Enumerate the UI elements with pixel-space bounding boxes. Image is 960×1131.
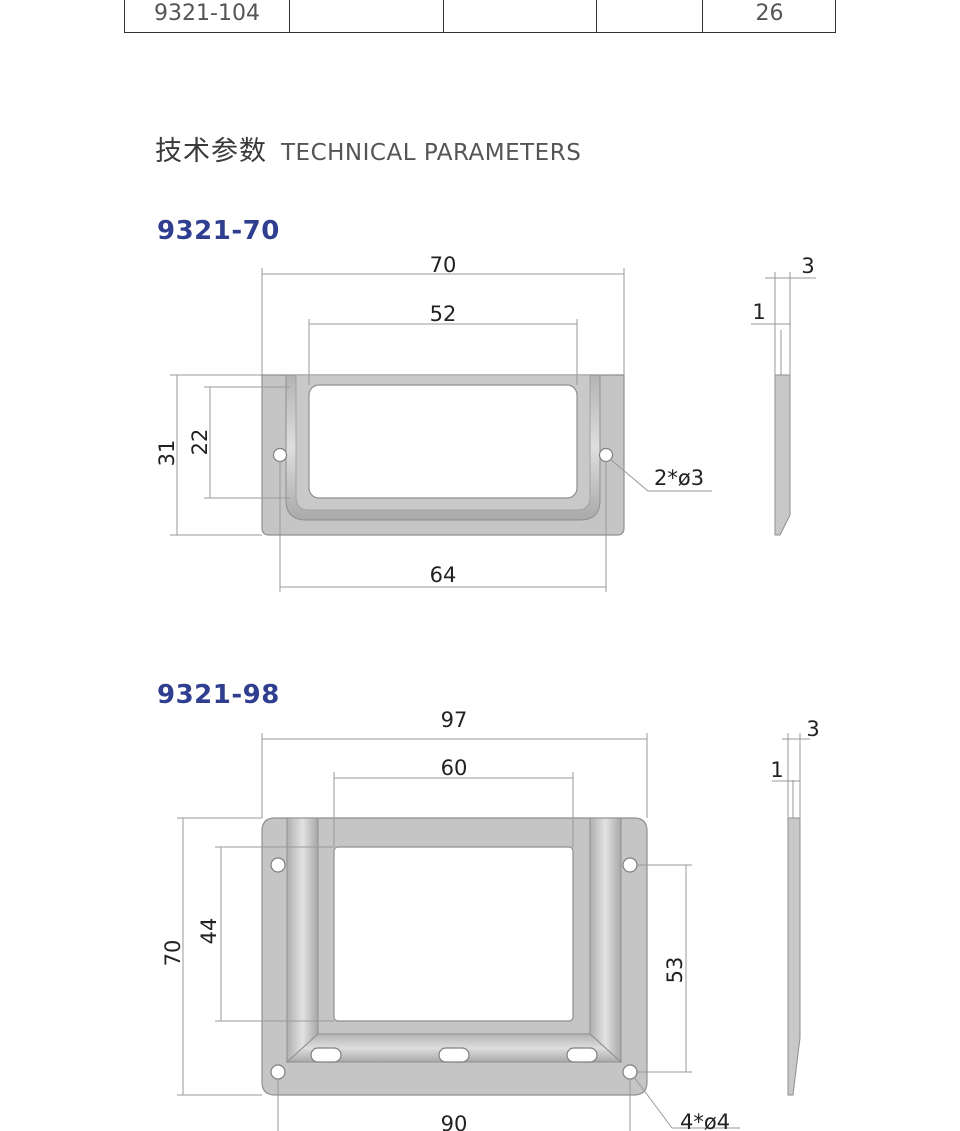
- mounting-hole: [272, 447, 288, 463]
- dim-width-label: 97: [441, 708, 468, 732]
- drawing-9321-98-front: 97 60 70 44 53 90 4*ø4: [161, 708, 740, 1131]
- slot-hole: [438, 1047, 470, 1063]
- table-row-borders: [124, 0, 836, 33]
- section-title: 技术参数 TECHNICAL PARAMETERS: [155, 132, 581, 172]
- dim-thickness-label: 1: [752, 300, 765, 324]
- dim-width-label: 70: [430, 253, 457, 277]
- mounting-hole: [622, 1064, 638, 1080]
- frame-flange: [286, 817, 319, 1064]
- side-profile: [774, 374, 791, 536]
- dim-window-height-label: 44: [197, 918, 221, 945]
- dim-height-label: 70: [161, 940, 185, 967]
- model-label-9321-98: 9321-98: [157, 680, 280, 710]
- model-label-9321-70: 9321-70: [157, 216, 280, 246]
- dim-hole-vertical-pitch-label: 53: [663, 957, 687, 984]
- dim-depth-label: 3: [801, 254, 814, 278]
- frame-window: [308, 384, 578, 499]
- dim-hole-pitch-label: 64: [430, 563, 457, 587]
- section-title-en: TECHNICAL PARAMETERS: [281, 140, 582, 166]
- dim-holes-label: 2*ø3: [654, 466, 704, 490]
- dim-thickness-label: 1: [770, 758, 783, 782]
- dim-depth-label: 3: [806, 717, 819, 741]
- mounting-hole: [270, 1064, 286, 1080]
- dim-window-width-label: 60: [441, 756, 468, 780]
- dim-window-height-label: 22: [188, 429, 212, 456]
- frame-flange: [589, 817, 622, 1064]
- dim-height-label: 31: [155, 440, 179, 467]
- drawing-9321-98-side: 1 3: [770, 717, 820, 1096]
- slot-hole: [566, 1047, 598, 1063]
- frame-window: [333, 846, 574, 1022]
- mounting-hole: [270, 857, 286, 873]
- dim-hole-pitch-label: 90: [441, 1112, 468, 1131]
- dim-holes-label: 4*ø4: [680, 1110, 730, 1131]
- table-row: 9321-104 26: [124, 0, 836, 33]
- dim-window-width-label: 52: [430, 302, 457, 326]
- section-title-cn: 技术参数: [155, 136, 267, 167]
- drawing-9321-70-front: 70 52 31 22 64 2*ø3: [155, 253, 712, 592]
- slot-hole: [310, 1047, 342, 1063]
- drawing-9321-70-side: 1 3: [751, 254, 816, 536]
- table-cell-value: 26: [755, 1, 784, 26]
- table-cell-model: 9321-104: [154, 1, 260, 26]
- mounting-hole: [622, 857, 638, 873]
- side-profile: [787, 817, 801, 1096]
